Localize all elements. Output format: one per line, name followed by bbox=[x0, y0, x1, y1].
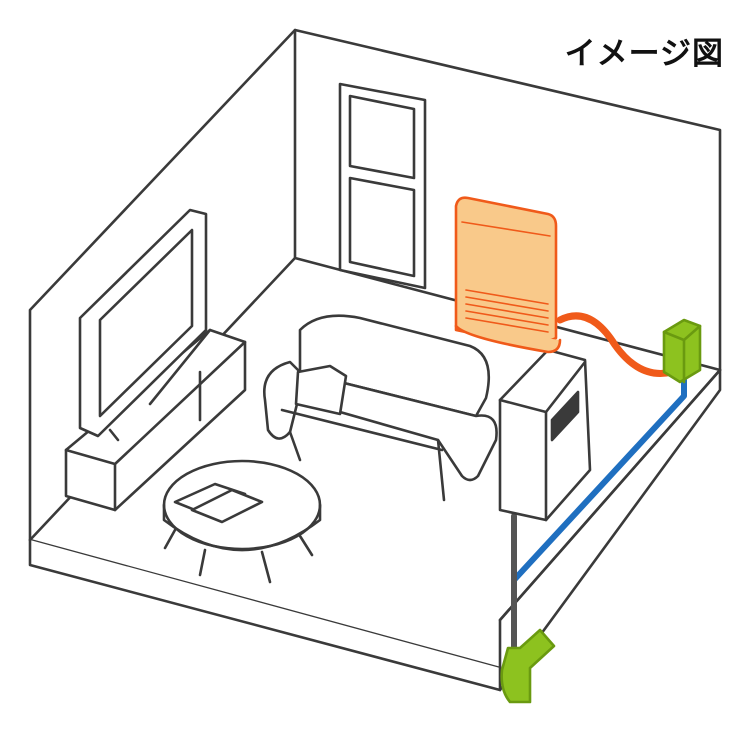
gas-valve-icon bbox=[500, 628, 556, 704]
table-icon bbox=[162, 459, 322, 584]
door-icon bbox=[338, 82, 427, 290]
gas-outlet-icon bbox=[662, 318, 702, 384]
gas-fan-heater-icon bbox=[454, 196, 562, 354]
caption-label: イメージ図 bbox=[564, 36, 724, 72]
power-cable bbox=[556, 312, 676, 377]
tv-icon bbox=[78, 208, 212, 442]
sofa-icon bbox=[262, 314, 498, 502]
gas-meter-icon bbox=[498, 348, 592, 522]
